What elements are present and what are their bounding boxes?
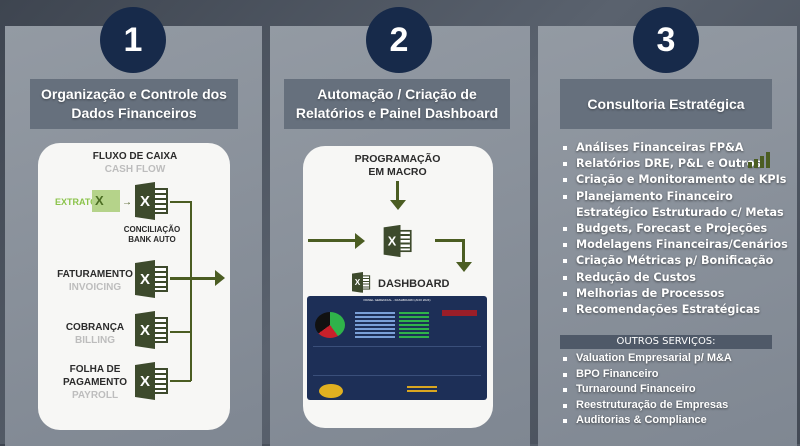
output-arrow-icon xyxy=(215,270,225,286)
input-arrow-line xyxy=(308,239,358,242)
list-item: Reestruturação de Empresas xyxy=(560,398,732,414)
list-item: Valuation Empresarial p/ M&A xyxy=(560,351,732,367)
list-item: Criação e Monitoramento de KPIs xyxy=(560,172,788,188)
step-number-2: 2 xyxy=(366,7,432,73)
down-arrow-icon xyxy=(390,200,406,210)
list-item: BPO Financeiro xyxy=(560,367,732,383)
other-services-list: Valuation Empresarial p/ M&A BPO Finance… xyxy=(560,351,732,429)
excel-icon-payroll: X xyxy=(135,362,169,400)
step-3-title: Consultoria Estratégica xyxy=(560,79,772,129)
list-item: Budgets, Forecast e Projeções xyxy=(560,221,788,237)
output-arrow-line xyxy=(462,239,465,264)
list-item: Modelagens Financeiras/Cenários xyxy=(560,237,788,253)
growth-chart-icon xyxy=(748,148,772,168)
bar-chart-blue xyxy=(355,310,395,340)
data-flow-card xyxy=(38,143,230,430)
connector-line xyxy=(190,201,192,381)
macro-arrow-line xyxy=(396,181,399,203)
connector-line xyxy=(170,380,191,382)
excel-icon-billing: X xyxy=(135,311,169,349)
step-number-1: 1 xyxy=(100,7,166,73)
pie-chart xyxy=(315,312,345,338)
step-1-title: Organização e Controle dos Dados Finance… xyxy=(30,79,238,129)
extrato-label: EXTRATO xyxy=(55,197,98,207)
list-item: Criação Métricas p/ Bonificação xyxy=(560,253,788,269)
macro-excel-icon: X xyxy=(383,224,413,258)
output-arrow-line xyxy=(435,239,465,242)
output-arrow-line xyxy=(170,277,220,280)
bar-chart-red xyxy=(442,310,477,316)
list-item: Turnaround Financeiro xyxy=(560,382,732,398)
extrato-excel-icon: X xyxy=(92,190,120,212)
list-item: Planejamento Financeiro xyxy=(560,189,788,205)
list-item: Recomendações Estratégicas xyxy=(560,302,788,318)
gauge xyxy=(319,384,343,398)
consulting-list: Análises Financeiras FP&A Relatórios DRE… xyxy=(560,140,788,318)
other-services-header: OUTROS SERVIÇOS: xyxy=(560,335,772,349)
line-chart xyxy=(313,346,481,376)
excel-icon-invoicing: X xyxy=(135,260,169,298)
step-2-title: Automação / Criação de Relatórios e Pain… xyxy=(284,79,510,129)
bar-chart-green xyxy=(399,310,429,340)
excel-icon-cashflow: X xyxy=(135,182,169,220)
list-item: Relatórios DRE, P&L e Outros xyxy=(560,156,788,172)
dashboard-preview: PAINEL GERENCIAL - DASHBOARD (ANO 2024) xyxy=(307,296,487,400)
connector-line xyxy=(170,331,191,333)
down-arrow-icon xyxy=(456,262,472,272)
step-number-3: 3 xyxy=(633,7,699,73)
list-item: Redução de Custos xyxy=(560,270,788,286)
dashboard-title: PAINEL GERENCIAL - DASHBOARD (ANO 2024) xyxy=(363,298,431,302)
dashboard-excel-icon: X xyxy=(352,272,371,293)
list-item: Melhorias de Processos xyxy=(560,286,788,302)
list-item: Análises Financeiras FP&A xyxy=(560,140,788,156)
right-arrow-icon xyxy=(355,233,365,249)
arrow-icon: → xyxy=(122,197,132,208)
list-item: Auditorias & Compliance xyxy=(560,413,732,429)
dashboard-label: DASHBOARD xyxy=(378,278,450,290)
bar-chart-yellow xyxy=(407,384,437,394)
list-item-continuation: Estratégico Estruturado c/ Metas xyxy=(576,205,784,219)
connector-line xyxy=(170,201,191,203)
